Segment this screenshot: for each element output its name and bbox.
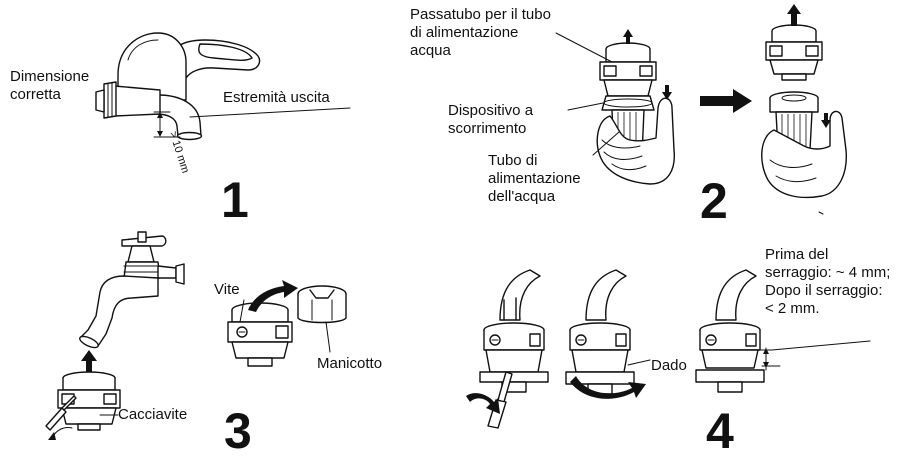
step-number-2: 2 (700, 173, 728, 229)
hose-adapter-icon-1 (479, 269, 549, 393)
step-number-1: 1 (221, 172, 249, 228)
label-sleeve: Manicotto (317, 355, 383, 372)
hose-leader (592, 131, 620, 156)
label-nut: Dado (651, 357, 687, 374)
label-screw: Vite (214, 281, 240, 298)
right-arrow-icon (700, 89, 752, 113)
screwdriver-icon-2 (466, 371, 513, 429)
faucet-icon (95, 32, 261, 141)
step-number-3: 3 (224, 403, 252, 459)
up-arrow-icon-3 (81, 350, 97, 373)
label-screwdriver: Cacciavite (118, 406, 188, 423)
sleeve-leader (325, 321, 331, 353)
slider-hand-icon (761, 91, 847, 199)
curved-arrow-icon (248, 280, 298, 312)
up-arrow-icon-2 (787, 4, 801, 26)
label-tightening-gap: Prima del serraggio: ~ 4 mm; Dopo il ser… (765, 246, 891, 317)
hose-adapter-icon-3 (695, 269, 765, 393)
label-supply-hose: Tubo di alimentazione dell'acqua (488, 152, 581, 205)
sleeve-icon (297, 285, 347, 324)
slider-leader (567, 102, 604, 111)
up-arrow-icon (623, 29, 633, 44)
down-arrow-icon-2 (821, 113, 831, 128)
adapter-icon-3 (227, 302, 293, 367)
hand-icon (596, 97, 675, 185)
faucet-icon-2 (79, 231, 185, 349)
gap-dimension (153, 111, 181, 138)
down-arrow-icon (662, 85, 672, 100)
hose-adapter-icon-2 (565, 269, 635, 395)
screwdriver-icon (45, 395, 77, 440)
gap-dimension-2 (759, 340, 871, 371)
label-hose-adapter: Passatubo per il tubo di alimentazione a… (410, 6, 551, 59)
label-outlet-end: Estremità uscita (223, 89, 330, 106)
label-sliding-device: Dispositivo a scorrimento (448, 102, 534, 137)
step-number-4: 4 (706, 403, 734, 459)
detached-adapter-icon (765, 24, 823, 81)
label-correct-size: Dimensione corretta (10, 68, 90, 103)
adapter-icon (599, 42, 657, 111)
adapter-icon-2 (57, 371, 121, 431)
rotate-arrow-icon (570, 376, 646, 399)
nut-leader (627, 359, 651, 366)
outlet-leader (189, 107, 351, 118)
adapter-leader (555, 32, 613, 63)
screw-leader (239, 299, 245, 323)
